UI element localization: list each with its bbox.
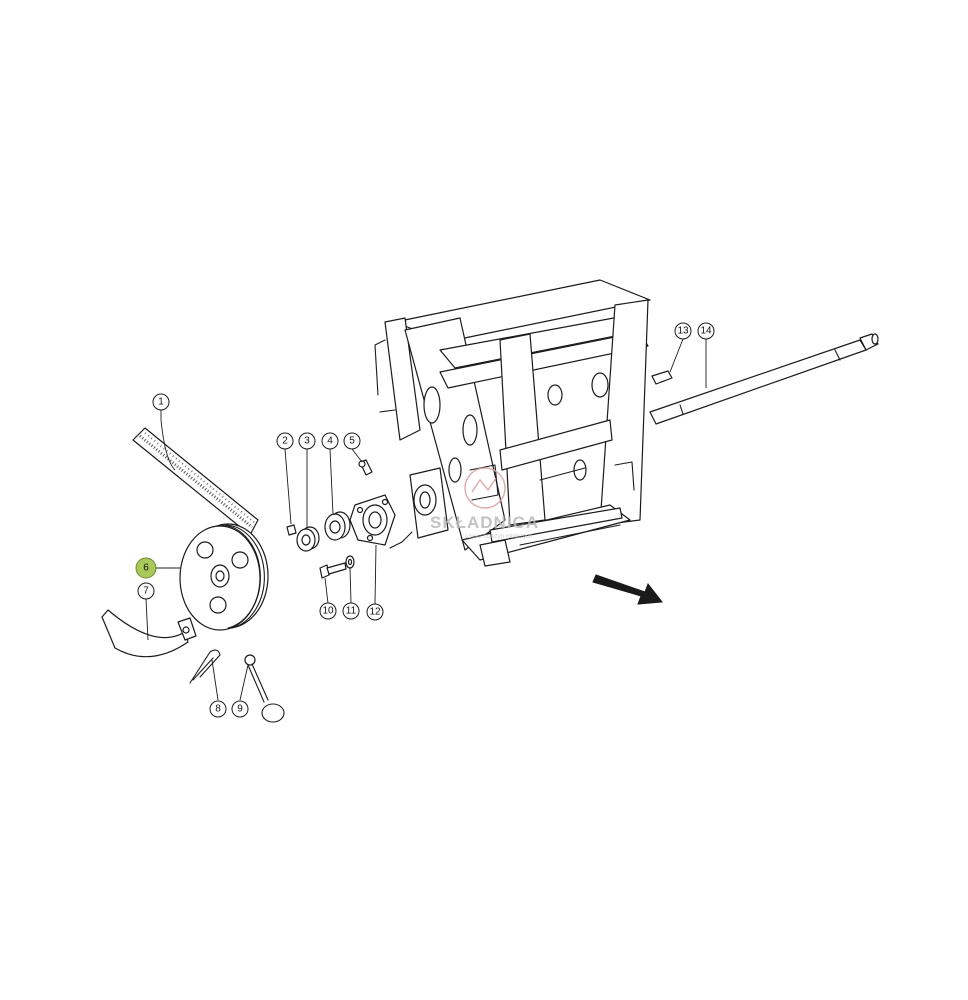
svg-text:14: 14 [700, 326, 712, 337]
part-9-pin-ring [244, 654, 285, 723]
leader-lines [145, 338, 707, 701]
part-2-key [286, 524, 297, 536]
svg-text:4: 4 [327, 436, 333, 447]
part-3-bearing [296, 526, 320, 552]
callout-6[interactable]: 6 [135, 557, 157, 579]
svg-text:5: 5 [349, 436, 355, 447]
part-6-pulley [179, 523, 269, 631]
part-13-key [651, 370, 673, 385]
small-link [389, 531, 413, 549]
part-4-bearing [324, 511, 351, 541]
part-1-belt [132, 427, 259, 536]
svg-text:13: 13 [677, 326, 689, 337]
callout-1[interactable]: 1 [152, 393, 170, 411]
callout-10[interactable]: 10 [319, 602, 337, 620]
callout-3[interactable]: 3 [298, 432, 316, 450]
callout-11[interactable]: 11 [342, 602, 360, 620]
housing-frame [374, 279, 651, 567]
callout-8[interactable]: 8 [209, 700, 227, 718]
part-5-grease-nipple [358, 459, 373, 476]
callout-13[interactable]: 13 [674, 322, 692, 340]
callout-2[interactable]: 2 [276, 432, 294, 450]
part-10-bolt [319, 562, 347, 579]
svg-text:3: 3 [304, 436, 310, 447]
watermark-brand: SKŁADNICA [430, 513, 539, 532]
part-12-flange-housing [349, 494, 396, 546]
svg-text:1: 1 [158, 397, 164, 408]
watermark-logo-icon [464, 467, 506, 509]
svg-text:8: 8 [215, 704, 221, 715]
svg-text:12: 12 [369, 607, 381, 618]
part-14-shaft [649, 333, 879, 425]
svg-text:11: 11 [346, 606, 357, 617]
callout-9[interactable]: 9 [231, 700, 249, 718]
part-7-belt-guard [101, 609, 197, 658]
direction-arrow [592, 574, 663, 605]
callout-14[interactable]: 14 [697, 322, 715, 340]
svg-text:9: 9 [237, 704, 243, 715]
part-11-washer [345, 555, 355, 569]
svg-text:7: 7 [143, 586, 149, 597]
callout-4[interactable]: 4 [321, 432, 339, 450]
watermark: SKŁADNICA części maszyn rolniczych [430, 467, 539, 540]
callout-12[interactable]: 12 [366, 603, 384, 621]
svg-text:6: 6 [143, 563, 149, 574]
callout-5[interactable]: 5 [343, 432, 361, 450]
svg-text:2: 2 [282, 436, 288, 447]
part-8-hairpin-clip [189, 649, 221, 684]
callout-7[interactable]: 7 [137, 582, 155, 600]
svg-text:10: 10 [322, 606, 334, 617]
watermark-subtitle: części maszyn rolniczych [465, 534, 532, 540]
